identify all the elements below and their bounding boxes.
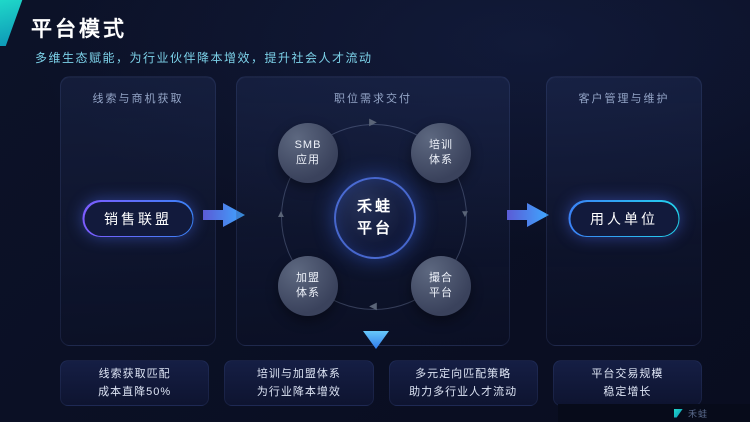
satellite-label: 培训 xyxy=(429,139,453,152)
satellite-label: 应用 xyxy=(296,154,320,166)
satellite-smb-app: SMB 应用 xyxy=(278,123,338,183)
satellite-franchise-system: 加盟 体系 xyxy=(278,256,338,316)
employer-unit-label: 用人单位 xyxy=(570,201,678,236)
rotate-clockwise-icon: ▶ xyxy=(369,117,377,128)
satellite-label: 体系 xyxy=(296,287,320,299)
caption-card-lead-matching: 线索获取匹配 成本直降50% xyxy=(60,360,210,406)
satellite-training-system: 培训 体系 xyxy=(411,123,471,183)
panel-job-delivery: 职位需求交付 ▶ ▼ ◀ ▲ SMB 应用 培训 体系 加盟 体系 撮合 平台 … xyxy=(236,76,510,346)
satellite-label: 平台 xyxy=(429,287,453,299)
hub-label: 禾蛙 xyxy=(356,198,393,216)
satellite-label: SMB xyxy=(294,139,322,152)
brand-logo-icon xyxy=(673,408,683,418)
caption-card-training-franchise: 培训与加盟体系 为行业降本增效 xyxy=(224,360,374,406)
rotate-clockwise-icon: ▼ xyxy=(460,209,470,220)
caption-line: 培训与加盟体系 xyxy=(256,367,341,380)
sales-alliance-button: 销售联盟 xyxy=(82,200,194,237)
flow-arrow-right-icon xyxy=(507,203,549,227)
satellite-matching-platform: 撮合 平台 xyxy=(411,256,471,316)
hub-hewa-platform: 禾蛙 平台 xyxy=(334,177,416,259)
caption-line: 为行业降本增效 xyxy=(256,386,341,398)
satellite-label: 撮合 xyxy=(429,272,453,285)
caption-line: 多元定向匹配策略 xyxy=(415,367,512,380)
panel-left-header: 线索与商机获取 xyxy=(92,93,184,105)
caption-cards-row: 线索获取匹配 成本直降50% 培训与加盟体系 为行业降本增效 多元定向匹配策略 … xyxy=(60,360,702,406)
caption-line: 平台交易规模 xyxy=(591,367,664,380)
panel-center-header: 职位需求交付 xyxy=(334,93,412,105)
panel-customer-management: 客户管理与维护 用人单位 xyxy=(546,76,702,346)
flow-arrow-right-icon xyxy=(203,203,245,227)
down-arrow-icon xyxy=(363,331,389,349)
rotate-clockwise-icon: ▲ xyxy=(276,209,286,220)
employer-unit-button: 用人单位 xyxy=(568,200,680,237)
brand-footer-bar: 禾蛙 xyxy=(558,404,750,422)
panel-right-header: 客户管理与维护 xyxy=(578,93,670,105)
orbit-ring xyxy=(281,124,467,310)
caption-line: 稳定增长 xyxy=(603,386,652,398)
brand-name: 禾蛙 xyxy=(687,408,708,419)
sales-alliance-label: 销售联盟 xyxy=(84,201,192,236)
caption-card-trade-scale: 平台交易规模 稳定增长 xyxy=(552,360,702,406)
satellite-label: 加盟 xyxy=(296,272,320,285)
page-subtitle: 多维生态赋能，为行业伙伴降本增效，提升社会人才流动 xyxy=(35,51,373,65)
rotate-clockwise-icon: ◀ xyxy=(369,301,377,312)
caption-line: 成本直降50% xyxy=(98,386,172,398)
caption-line: 线索获取匹配 xyxy=(98,367,171,380)
hub-label: 平台 xyxy=(356,220,393,237)
satellite-label: 体系 xyxy=(429,154,453,166)
caption-card-matching-strategy: 多元定向匹配策略 助力多行业人才流动 xyxy=(388,360,538,406)
caption-line: 助力多行业人才流动 xyxy=(409,386,518,398)
page-title: 平台模式 xyxy=(31,18,127,41)
panel-lead-acquisition: 线索与商机获取 销售联盟 xyxy=(60,76,216,346)
